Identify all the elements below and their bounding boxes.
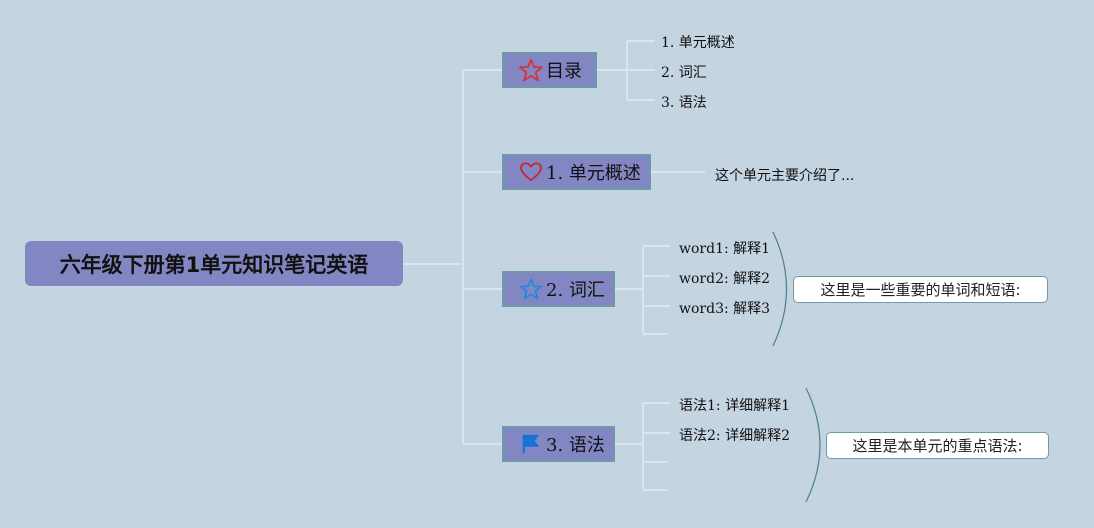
heart-outline-icon xyxy=(518,159,544,185)
star-outline-icon xyxy=(518,57,544,83)
vocab-item[interactable]: word2: 解释2 xyxy=(679,271,771,287)
topic-vocab[interactable]: 2. 词汇 xyxy=(502,271,615,307)
topic-vocab-label: 2. 词汇 xyxy=(546,280,605,301)
toc-item[interactable]: 1. 单元概述 xyxy=(661,35,735,51)
grammar-item[interactable]: 语法1: 详细解释1 xyxy=(679,398,790,414)
vocab-summary-text: 这里是一些重要的单词和短语: xyxy=(820,281,1021,299)
grammar-item[interactable]: 语法2: 详细解释2 xyxy=(679,428,790,444)
star-outline-blue-icon xyxy=(518,276,544,302)
topic-grammar[interactable]: 3. 语法 xyxy=(502,426,615,462)
flag-icon xyxy=(518,431,544,457)
root-topic[interactable]: 六年级下册第1单元知识笔记英语 xyxy=(25,241,403,286)
topic-toc[interactable]: 目录 xyxy=(502,52,597,88)
vocab-item[interactable]: word3: 解释3 xyxy=(679,301,771,317)
overview-item[interactable]: 这个单元主要介绍了... xyxy=(715,168,855,184)
vocab-summary-callout[interactable]: 这里是一些重要的单词和短语: xyxy=(793,276,1048,303)
topic-overview[interactable]: 1. 单元概述 xyxy=(502,154,651,190)
toc-item[interactable]: 2. 词汇 xyxy=(661,65,707,81)
vocab-item[interactable]: word1: 解释1 xyxy=(679,241,771,257)
brace-vocab xyxy=(772,231,788,347)
brace-grammar xyxy=(805,387,821,503)
topic-grammar-label: 3. 语法 xyxy=(546,435,605,456)
grammar-summary-callout[interactable]: 这里是本单元的重点语法: xyxy=(826,432,1049,459)
grammar-summary-text: 这里是本单元的重点语法: xyxy=(852,437,1023,455)
toc-item[interactable]: 3. 语法 xyxy=(661,95,707,111)
topic-toc-label: 目录 xyxy=(546,61,582,82)
topic-overview-label: 1. 单元概述 xyxy=(546,163,641,184)
root-label: 六年级下册第1单元知识笔记英语 xyxy=(59,252,369,277)
